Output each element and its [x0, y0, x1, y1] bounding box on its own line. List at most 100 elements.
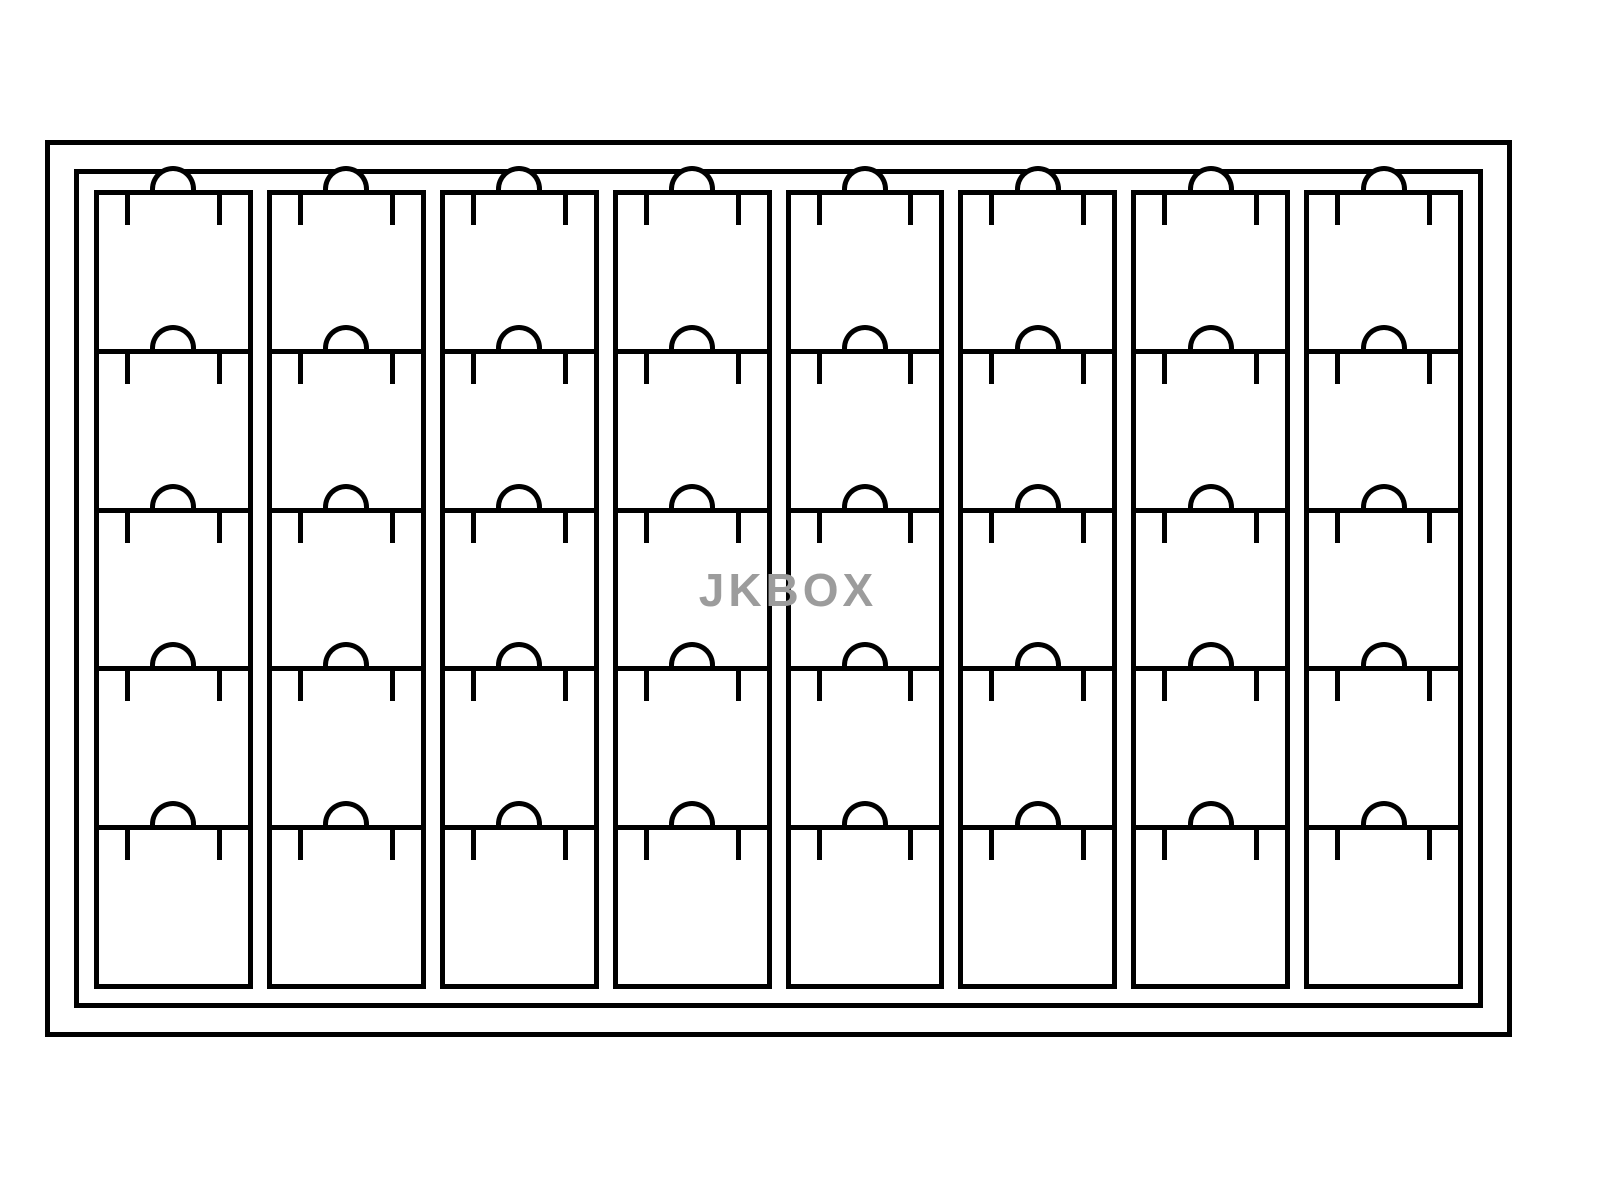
slot-tick-left	[297, 353, 303, 384]
slot-tick-right	[562, 195, 568, 225]
slot-tick-left	[125, 830, 130, 861]
compartment-cell	[444, 801, 594, 984]
divider-notch	[841, 166, 888, 190]
slot-tick-left	[470, 512, 476, 543]
compartment-cell	[1309, 324, 1458, 508]
compartment-column	[612, 166, 772, 989]
compartment-cell	[271, 642, 421, 825]
divider-notch	[1360, 166, 1407, 190]
slot-tick-right	[389, 830, 395, 861]
compartment-column	[1131, 166, 1291, 989]
slot-tick-right	[908, 195, 914, 225]
slot-tick-right	[216, 353, 222, 384]
slot-tick-left	[1335, 671, 1341, 702]
slot-tick-left	[643, 830, 649, 861]
slot-tick-left	[989, 671, 995, 702]
slot-tick-left	[643, 195, 649, 225]
slot-tick-left	[125, 671, 130, 702]
compartment-cell	[99, 801, 248, 984]
slot-tick-left	[1162, 671, 1168, 702]
slot-tick-right	[1427, 353, 1432, 384]
compartment-cell	[444, 642, 594, 825]
slot-tick-left	[816, 512, 822, 543]
divider-notch	[1187, 166, 1234, 190]
slot-tick-right	[1254, 195, 1260, 225]
slot-tick-right	[1427, 671, 1432, 702]
compartment-column	[439, 166, 599, 989]
slot-tick-right	[1427, 512, 1432, 543]
compartment-column	[785, 166, 945, 989]
divider-notch	[323, 642, 370, 667]
slot-tick-left	[989, 512, 995, 543]
slot-tick-left	[1335, 512, 1341, 543]
compartment-column	[1304, 166, 1463, 989]
compartment-cell	[1136, 801, 1286, 984]
slot-tick-left	[989, 830, 995, 861]
slot-tick-left	[470, 353, 476, 384]
divider-notch	[150, 166, 197, 190]
slot-tick-right	[908, 512, 914, 543]
slot-tick-left	[989, 353, 995, 384]
compartment-cell	[271, 801, 421, 984]
slot-tick-right	[1254, 830, 1260, 861]
slot-tick-left	[470, 195, 476, 225]
slot-tick-left	[470, 671, 476, 702]
divider-notch	[669, 166, 716, 190]
watermark-text: JKBOX	[698, 564, 878, 616]
compartment-cell	[99, 324, 248, 508]
slot-tick-left	[125, 195, 130, 225]
slot-tick-left	[1162, 512, 1168, 543]
slot-tick-right	[1081, 353, 1087, 384]
slot-tick-right	[1254, 671, 1260, 702]
slot-tick-left	[470, 830, 476, 861]
slot-tick-left	[1335, 830, 1341, 861]
slot-tick-right	[1254, 512, 1260, 543]
slot-tick-right	[389, 353, 395, 384]
slot-tick-right	[735, 195, 741, 225]
slot-tick-left	[1162, 195, 1168, 225]
slot-tick-right	[1081, 512, 1087, 543]
slot-tick-right	[216, 195, 222, 225]
slot-tick-right	[1427, 195, 1432, 225]
divider-notch	[1014, 801, 1061, 826]
slot-tick-right	[562, 671, 568, 702]
slot-tick-left	[1335, 353, 1341, 384]
slot-tick-right	[1081, 830, 1087, 861]
slot-tick-right	[389, 671, 395, 702]
slot-tick-left	[816, 671, 822, 702]
grid	[94, 166, 1463, 989]
compartment-cell	[790, 801, 940, 984]
inner-frame	[74, 166, 1483, 1008]
slot-tick-right	[735, 512, 741, 543]
compartment-column	[266, 166, 426, 989]
slot-tick-right	[389, 195, 395, 225]
slot-tick-left	[1162, 830, 1168, 861]
slot-tick-right	[562, 830, 568, 861]
slot-tick-right	[1081, 671, 1087, 702]
compartment-column	[94, 166, 253, 989]
slot-tick-left	[989, 195, 995, 225]
slot-tick-right	[908, 353, 914, 384]
divider-notch	[1014, 166, 1061, 190]
slot-tick-left	[297, 830, 303, 861]
slot-tick-left	[125, 353, 130, 384]
slot-tick-right	[1081, 195, 1087, 225]
slot-tick-right	[908, 830, 914, 861]
slot-tick-right	[216, 671, 222, 702]
divider-notch	[323, 166, 370, 190]
outer-frame	[45, 140, 1512, 1037]
slot-tick-left	[297, 195, 303, 225]
divider-notch	[496, 166, 543, 190]
slot-tick-left	[125, 512, 130, 543]
slot-tick-right	[562, 353, 568, 384]
slot-tick-left	[643, 353, 649, 384]
slot-tick-right	[735, 353, 741, 384]
compartment-cell	[1309, 801, 1458, 984]
slot-tick-left	[816, 195, 822, 225]
compartment-cell	[617, 801, 767, 984]
slot-tick-right	[389, 512, 395, 543]
compartment-column	[958, 166, 1118, 989]
slot-tick-left	[643, 671, 649, 702]
slot-tick-right	[562, 512, 568, 543]
